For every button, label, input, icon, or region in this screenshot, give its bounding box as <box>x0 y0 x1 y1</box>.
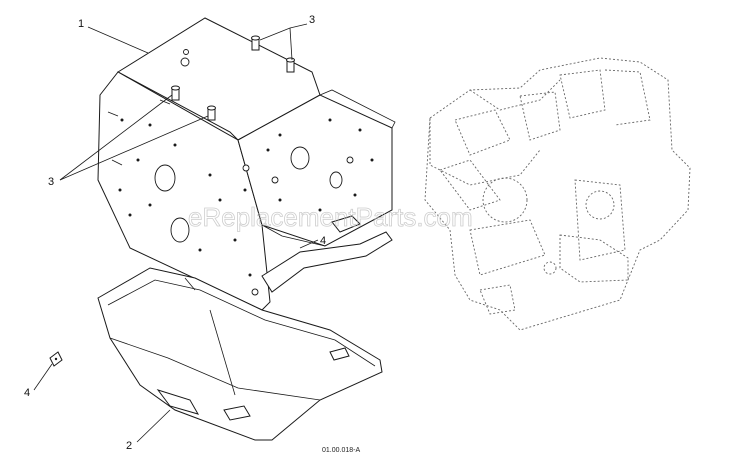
callout-4-frame: 4 <box>320 235 326 247</box>
leader-lines <box>33 23 319 443</box>
frame-housing <box>97 17 396 311</box>
engine-reference-outline <box>424 57 691 331</box>
callout-3-left: 3 <box>48 176 54 188</box>
callout-labels: 1 3 3 4 2 4 <box>24 14 326 452</box>
fastener-clip <box>49 351 63 367</box>
callout-1: 1 <box>78 18 84 30</box>
bottom-pan <box>97 267 383 441</box>
callout-2: 2 <box>126 440 132 452</box>
callout-3-top: 3 <box>309 14 315 26</box>
watermark-text: eReplacementParts.com <box>188 202 473 232</box>
drawing-code: 01.00.018-A <box>322 447 360 454</box>
callout-4-loose: 4 <box>24 387 30 399</box>
